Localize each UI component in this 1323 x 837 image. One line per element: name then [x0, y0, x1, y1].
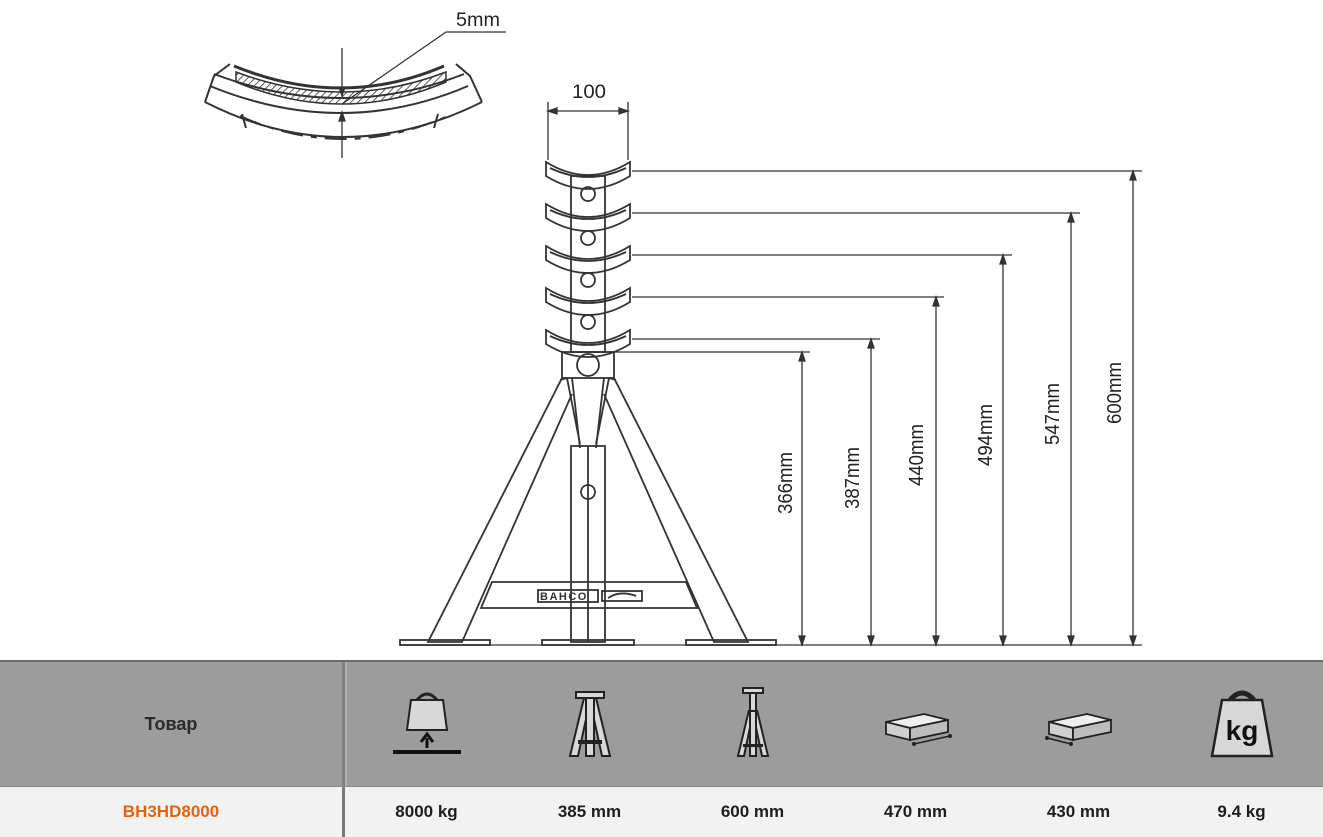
brand-logo-text: BAHCO: [540, 591, 588, 603]
width-value: 430 mm: [1046, 802, 1111, 821]
saddle-detail: [204, 63, 483, 140]
saddle-positions: [545, 160, 631, 358]
min-height-value: 385 mm: [557, 802, 622, 821]
thickness-label: 5mm: [456, 10, 500, 31]
length-value: 470 mm: [883, 802, 948, 821]
axle-stand-technical-drawing: 5mm 100: [204, 10, 1142, 648]
kg-icon-text: kg: [1225, 715, 1258, 746]
kg-weight-icon: kg: [1160, 662, 1323, 786]
max-height-value: 600 mm: [720, 802, 785, 821]
weight-value: 9.4 kg: [1217, 802, 1266, 821]
length-box-icon: [834, 662, 997, 786]
min-height-stand-icon: [508, 662, 671, 786]
height-label-387: 387mm: [842, 447, 864, 509]
height-dimensions: [400, 168, 1142, 648]
height-label-366: 366mm: [775, 452, 797, 514]
height-label-494: 494mm: [975, 404, 997, 466]
width-label: 100: [572, 82, 606, 103]
product-column-header: Товар: [0, 662, 345, 786]
stand-body: [399, 160, 777, 646]
spec-value-row: BH3HD8000 8000 kg 385 mm 600 mm 470 mm 4…: [0, 786, 1323, 837]
max-height-stand-icon: [671, 662, 834, 786]
width-box-icon: [997, 662, 1160, 786]
product-code: BH3HD8000: [0, 787, 345, 837]
capacity-value: 8000 kg: [395, 802, 458, 821]
capacity-weight-icon: [345, 662, 508, 786]
height-labels: 366mm 387mm 440mm 494mm 547mm 600mm: [775, 362, 1126, 514]
thickness-callout: [338, 31, 506, 158]
height-label-440: 440mm: [906, 424, 928, 486]
spec-header-row: Товар: [0, 662, 1323, 786]
width-dimension: [545, 102, 631, 160]
spec-table: Товар: [0, 660, 1323, 837]
height-label-547: 547mm: [1042, 383, 1064, 445]
height-label-600: 600mm: [1104, 362, 1126, 424]
